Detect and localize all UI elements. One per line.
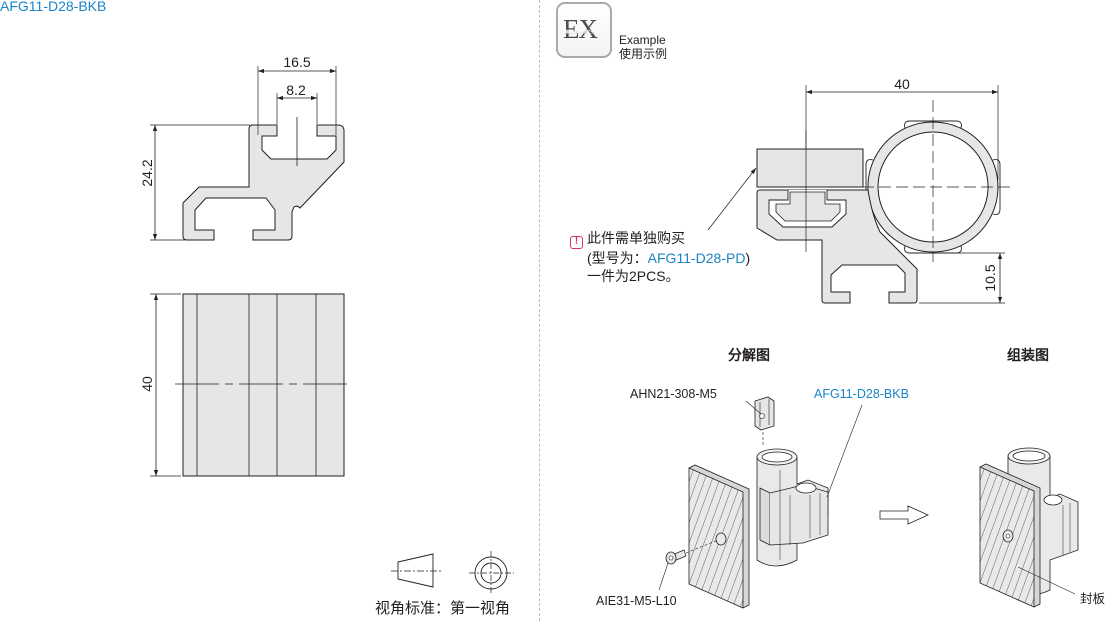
note-text-2-prefix: (型号为： [587,250,648,266]
note-line-3: 一件为2PCS。 [570,267,750,285]
dim-label-length: 40 [139,376,155,392]
dim-label-height: 24.2 [139,159,155,186]
purchase-note: ! 此件需单独购买 (型号为：AFG11-D28-PD) 一件为2PCS。 [570,229,750,285]
dim-label-offset: 10.5 [982,264,998,291]
part-number-title: AFG11-D28-BKB [0,0,107,14]
note-line-1: ! 此件需单独购买 [570,229,750,249]
section-view: 16.5 8.2 24.2 [139,54,345,241]
note-text-2-suffix: ) [745,250,751,266]
example-badge [556,2,612,58]
projection-caption: 视角标准：第一视角 [375,597,510,618]
warning-icon: ! [570,236,583,249]
t-nut-part [754,396,775,445]
truncated-cone-icon [397,553,434,588]
example-label: Example 使用示例 [619,33,667,61]
projection-label: 视角标准： [375,600,451,617]
note-line-2: (型号为：AFG11-D28-PD) [570,249,750,267]
projection-value: 第一视角 [450,600,511,617]
assembly-arrow-icon [879,505,929,525]
profile-section [182,124,345,241]
note-text-1: 此件需单独购买 [587,230,685,246]
label-nut: AHN21-308-M5 [630,387,717,401]
exploded-view-heading: 分解图 [728,347,770,363]
projection-symbol [391,551,514,595]
dim-label-slot: 8.2 [286,82,306,98]
concentric-circles-icon [469,551,514,595]
nut-leader [745,400,762,415]
example-badge-text: EX [563,14,598,44]
label-bracket: AFG11-D28-BKB [814,387,909,401]
front-view-body [182,293,345,477]
pad-part [756,148,864,188]
dim-label-assembly-width: 40 [894,76,910,92]
cover-plate-leader [1017,566,1076,595]
bracket-leader [826,404,863,498]
front-view: 40 [139,293,352,477]
note-leader [707,167,757,231]
example-label-cn: 使用示例 [619,47,668,61]
screw-leader [658,562,669,591]
label-screw: AIE31-M5-L10 [596,594,677,608]
t-nut-section [775,191,841,222]
screw-part [665,539,719,565]
cover-plate-exploded [688,464,750,609]
assembly-section: 40 10.5 [707,76,1010,304]
example-badge-reflection: EX [563,30,597,36]
exploded-view [658,396,863,609]
assembled-view [979,447,1079,608]
note-text-3: 一件为2PCS。 [587,268,680,284]
panel-divider [539,0,540,621]
dim-label-width: 16.5 [283,54,310,70]
assembled-view-heading: 组装图 [1007,347,1049,363]
example-label-en: Example [619,33,666,47]
bracket-part-exploded [756,448,829,567]
label-cover-plate: 封板 [1080,592,1106,606]
note-part-number: AFG11-D28-PD [647,250,746,266]
